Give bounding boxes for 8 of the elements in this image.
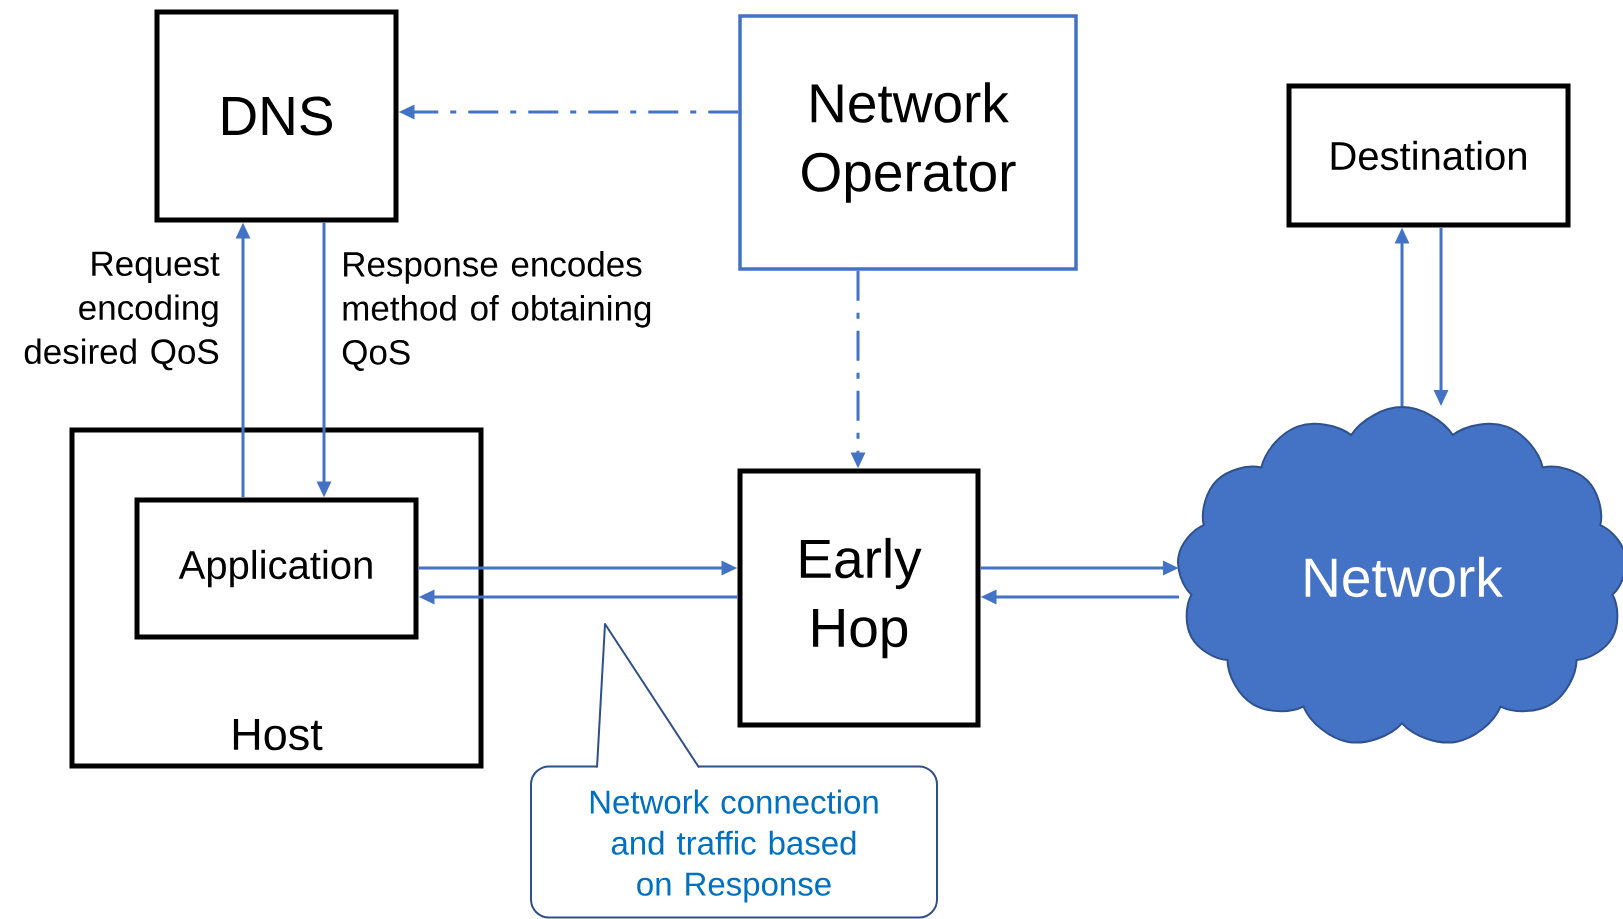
network-cloud: Network (1177, 406, 1623, 744)
operator-box: Network Operator (738, 14, 1078, 271)
dns-box: DNS (154, 9, 399, 223)
application-box: Application (134, 497, 419, 640)
early-hop-box: Early Hop (737, 468, 981, 728)
edge-label: Response encodes method of obtaining QoS (342, 251, 651, 371)
edge-label: Request encoding desired QoS (24, 251, 220, 371)
destination-box: Destination (1286, 83, 1571, 228)
